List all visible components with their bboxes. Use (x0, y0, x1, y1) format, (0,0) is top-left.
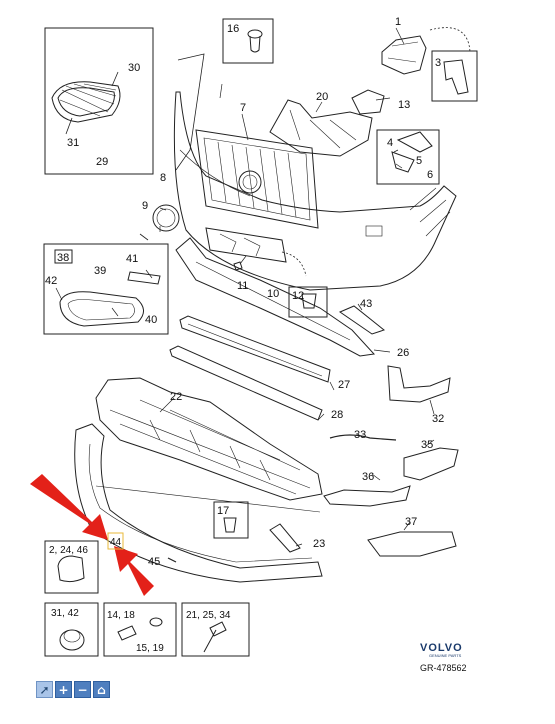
label-7: 7 (240, 102, 246, 114)
inset-box-fog-grille (43, 243, 169, 335)
volvo-brand-block: VOLVO GENUINE PARTS GR-478562 (420, 642, 467, 673)
red-arrow-left (30, 474, 108, 540)
label-4: 4 (387, 137, 393, 149)
callout-44-box (107, 532, 124, 550)
brand-sub: GENUINE PARTS (429, 653, 462, 658)
bumper-cover-part (173, 91, 457, 291)
label-43: 43 (360, 298, 372, 310)
label-40: 40 (145, 314, 157, 326)
bracket-35-part (403, 447, 459, 481)
lower-spoiler-part (74, 423, 323, 583)
label-42: 42 (45, 275, 57, 287)
kit-box-14-18 (103, 602, 177, 657)
label-22: 22 (170, 391, 182, 403)
label-10: 10 (267, 288, 279, 300)
label-3: 3 (435, 57, 441, 69)
clip-41-part (127, 271, 161, 285)
label-29: 29 (96, 156, 108, 168)
grille-insert-part (51, 81, 121, 123)
bracket-13-part (351, 89, 385, 115)
red-arrow-right (114, 546, 154, 596)
splash-shield-part (95, 377, 323, 501)
label-45: 45 (148, 556, 160, 568)
label-17: 17 (217, 505, 229, 517)
label-41: 41 (126, 253, 138, 265)
lamp-36-part (323, 485, 411, 507)
label-9: 9 (142, 200, 148, 212)
absorber-26-part (175, 237, 376, 357)
bracket-32-part (387, 365, 451, 403)
inset-box-17 (213, 501, 249, 539)
inset-box-16 (222, 18, 274, 64)
main-grille-part (195, 129, 319, 229)
inset-box-4-5-6 (376, 129, 440, 185)
kit-label-15-19: 15, 19 (136, 643, 164, 654)
label-30: 30 (128, 62, 140, 74)
label-1: 1 (395, 16, 401, 28)
label-16: 16 (227, 23, 239, 35)
inset-box-grille-insert (44, 27, 154, 175)
brand-name: VOLVO (420, 642, 463, 654)
cursor-icon[interactable]: ➚ (36, 681, 53, 698)
label-12: 12 (292, 290, 304, 302)
trim-37-part (367, 531, 457, 557)
kit-label-31-42: 31, 42 (51, 608, 79, 619)
strip-27-part (179, 315, 331, 383)
label-32: 32 (432, 413, 444, 425)
bracket-4-part (396, 131, 433, 153)
label-11: 11 (237, 280, 248, 292)
highlight-arrows (30, 474, 154, 596)
clip-16-part (247, 29, 263, 53)
label-27: 27 (338, 379, 350, 391)
label-23: 23 (313, 538, 325, 550)
trim-43-part (338, 305, 386, 335)
label-20: 20 (316, 91, 328, 103)
inset-box-12 (288, 286, 328, 318)
kit-box-2-24-46 (44, 540, 99, 594)
label-35: 35 (421, 439, 433, 451)
label-38: 38 (57, 252, 69, 264)
zoom-out-icon[interactable]: − (74, 681, 91, 698)
label-36: 36 (362, 471, 374, 483)
label-31: 31 (67, 137, 79, 149)
zoom-in-icon[interactable]: + (55, 681, 72, 698)
licence-plate-part (205, 227, 287, 263)
diagram-reference: GR-478562 (420, 663, 467, 673)
label-28: 28 (331, 409, 343, 421)
label-44: 44 (110, 537, 122, 548)
kit-label-2-24-46: 2, 24, 46 (49, 545, 88, 556)
kit-label-14-18: 14, 18 (107, 610, 135, 621)
label-26: 26 (397, 347, 409, 359)
inset-box-3 (431, 50, 478, 102)
label-6: 6 (427, 169, 433, 181)
label-39: 39 (94, 265, 106, 277)
label-5: 5 (416, 155, 422, 167)
fog-grille-part (59, 291, 144, 327)
deflector-20-part (269, 99, 373, 157)
label-13: 13 (398, 99, 410, 111)
bracket-1-part (381, 35, 427, 75)
emblem-8-part (152, 204, 180, 232)
label-8: 8 (160, 172, 166, 184)
trim-23-part (269, 523, 301, 553)
kit-box-31-42 (44, 602, 99, 657)
harness-33-part (329, 434, 397, 441)
label-33: 33 (354, 429, 366, 441)
bracket-3-part (443, 59, 469, 95)
viewer-toolbar: ➚ + − ⌂ (36, 681, 110, 698)
home-icon[interactable]: ⌂ (93, 681, 110, 698)
label-37: 37 (405, 516, 417, 528)
kit-box-21-25-34 (181, 602, 250, 657)
strip-28-part (169, 345, 323, 421)
kit-label-21-25-34: 21, 25, 34 (186, 610, 231, 621)
